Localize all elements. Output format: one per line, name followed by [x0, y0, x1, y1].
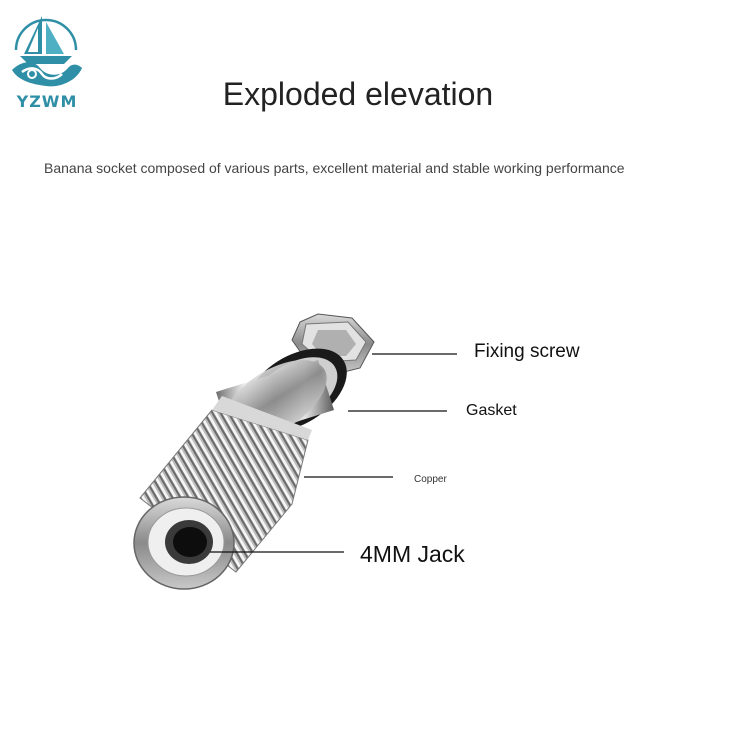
copper-body [139, 360, 334, 573]
ship-wave-logo-icon [12, 16, 82, 87]
page-title: Exploded elevation [222, 76, 494, 112]
label-gasket: Gasket [466, 402, 517, 419]
label-copper: Copper [414, 474, 447, 485]
brand-logo: YZWM [2, 6, 90, 111]
jack-end [133, 496, 235, 590]
label-fixing-screw: Fixing screw [474, 341, 580, 362]
leader-lines [210, 353, 457, 553]
logo-text: YZWM [16, 92, 78, 111]
label-4mm-jack: 4MM Jack [360, 541, 465, 567]
page-subtitle: Banana socket composed of various parts,… [44, 160, 625, 176]
